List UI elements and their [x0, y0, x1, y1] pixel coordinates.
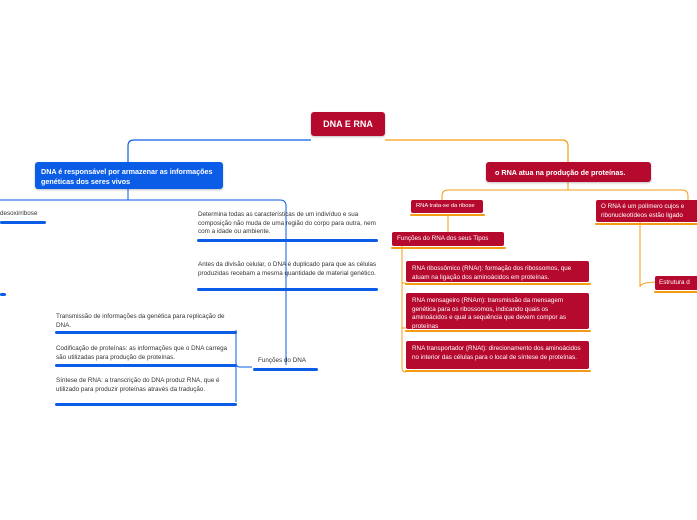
dna-function-1[interactable]: Transmissão de informações da genética p…: [56, 313, 236, 330]
dna-item-1[interactable]: Determina todas as características de um…: [198, 211, 378, 237]
dna-function-3[interactable]: Síntese de RNA: a transcrição do DNA pro…: [56, 377, 236, 394]
rna-main-label: o RNA atua na produção de proteínas.: [495, 167, 626, 177]
rna-ribose-node[interactable]: RNA trata-se da ribose: [410, 200, 485, 216]
dna-item-2-text: Antes da divisão celular, o DNA é duplic…: [198, 261, 377, 277]
rna-type-2-text: RNA mensageiro (RNAm): transmissão da me…: [412, 297, 567, 330]
dna-item-2-underline: [197, 288, 378, 291]
dna-function-1-text: Transmissão de informações da genética p…: [56, 313, 225, 329]
rna-main-node[interactable]: o RNA atua na produção de proteínas.: [486, 162, 651, 182]
dna-function-3-text: Síntese de RNA: a transcrição do DNA pro…: [56, 377, 220, 393]
dna-functions-node[interactable]: Funções do DNA: [258, 357, 328, 366]
root-node[interactable]: DNA E RNA: [311, 112, 385, 136]
dna-function-1-underline: [55, 331, 237, 334]
dna-function-2[interactable]: Codificação de proteínas: as informações…: [56, 345, 236, 362]
dna-partial-underline: [0, 221, 46, 224]
rna-type-1-text: RNA ribossômico (RNAr): formação dos rib…: [412, 265, 572, 281]
rna-type-3[interactable]: RNA transportador (RNAt): direcionamento…: [405, 341, 591, 372]
dna-item-1-underline: [197, 239, 378, 242]
dna-item-2[interactable]: Antes da divisão celular, o DNA é duplic…: [198, 261, 378, 278]
dna-partial-label: desoxirribose: [0, 210, 38, 217]
rna-type-3-text: RNA transportador (RNAt): direcionamento…: [412, 345, 581, 361]
rna-polymer-text: O RNA é um polímero cujos e ribonucleotí…: [601, 203, 685, 219]
rna-type-1[interactable]: RNA ribossômico (RNAr): formação dos rib…: [405, 261, 591, 285]
rna-type-2[interactable]: RNA mensageiro (RNAm): transmissão da me…: [405, 293, 591, 332]
dna-item-1-text: Determina todas as características de um…: [198, 211, 376, 236]
dna-main-label: DNA é responsável por armazenar as infor…: [41, 167, 213, 186]
dna-functions-underline: [253, 368, 318, 371]
rna-polymer-node[interactable]: O RNA é um polímero cujos e ribonucleotí…: [595, 200, 697, 225]
root-label: DNA E RNA: [323, 119, 373, 129]
dna-partial-node[interactable]: desoxirribose: [0, 210, 50, 219]
dna-function-2-underline: [55, 364, 237, 367]
rna-types-node[interactable]: Funções do RNA dos seus Tipos: [391, 232, 506, 249]
dna-main-node[interactable]: DNA é responsável por armazenar as infor…: [35, 162, 223, 189]
rna-types-label: Funções do RNA dos seus Tipos: [397, 235, 489, 242]
dna-partial-stub: [0, 293, 6, 296]
dna-function-3-underline: [55, 403, 237, 406]
dna-function-2-text: Codificação de proteínas: as informações…: [56, 345, 228, 361]
rna-ribose-label: RNA trata-se da ribose: [416, 203, 475, 209]
rna-structure-text: Estrutura d: [659, 279, 690, 286]
rna-structure-node[interactable]: Estrutura d: [654, 276, 697, 293]
dna-functions-label: Funções do DNA: [258, 357, 306, 364]
